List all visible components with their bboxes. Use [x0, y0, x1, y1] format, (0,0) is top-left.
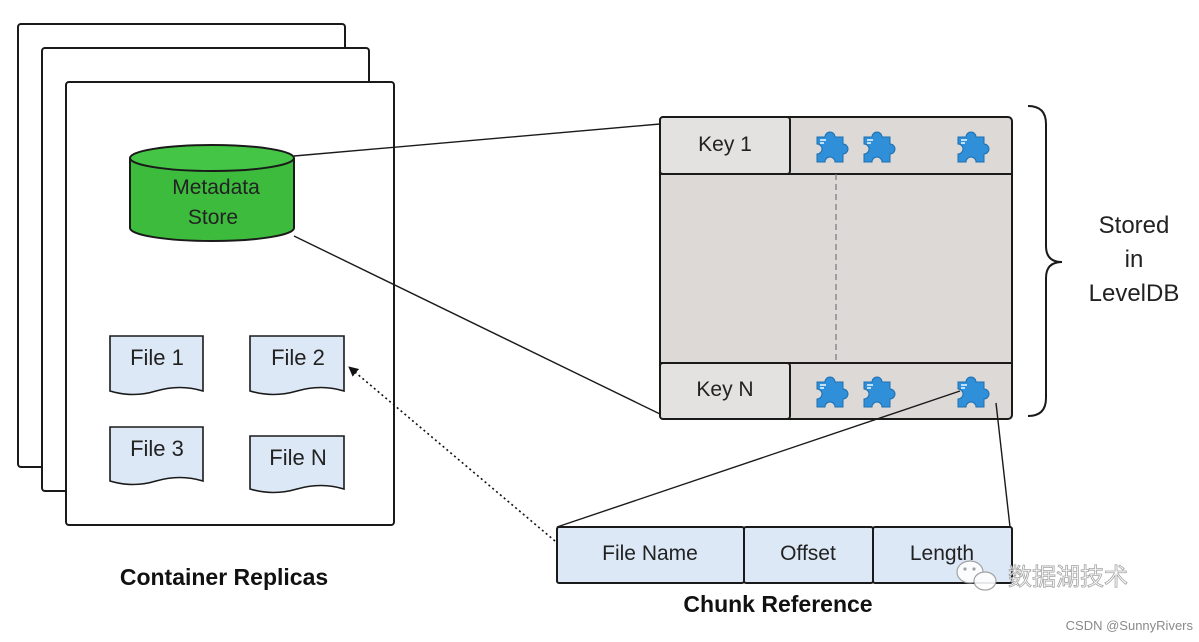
file-1-label: File 1 — [130, 345, 184, 370]
puzzle-icon — [816, 131, 849, 163]
file-document-n: File N — [249, 435, 345, 494]
file-3-label: File 3 — [130, 436, 184, 461]
chunk-reference-label: Chunk Reference — [683, 591, 872, 617]
stored-label-line2: in — [1125, 246, 1144, 273]
chunk-reference-record: File Name Offset Length — [556, 526, 1013, 584]
metadata-store-cylinder: Metadata Store — [129, 144, 295, 242]
key-n-cell — [659, 362, 791, 420]
connector-line-bottom — [293, 235, 661, 415]
wechat-icon — [956, 560, 997, 591]
file-2-label: File 2 — [271, 345, 325, 370]
right-brace — [1027, 105, 1063, 417]
container-replicas-label: Container Replicas — [120, 564, 328, 590]
chunk-connector-right — [995, 402, 1011, 528]
chunk-field-offset-label: Offset — [780, 542, 836, 565]
stored-label-line1: Stored — [1099, 212, 1170, 239]
csdn-watermark: CSDN @SunnyRivers — [1066, 618, 1194, 633]
puzzle-icon — [863, 376, 896, 408]
puzzle-icon — [816, 376, 849, 408]
file-n-label: File N — [269, 445, 326, 470]
key-1-label: Key 1 — [698, 133, 752, 156]
leveldb-table: Key 1 Key N — [659, 116, 1013, 420]
key-n-label: Key N — [696, 378, 753, 401]
chunk-connector-left — [556, 390, 961, 528]
puzzle-icon — [957, 376, 990, 408]
stored-label-line3: LevelDB — [1089, 280, 1180, 307]
file-document-1: File 1 — [109, 335, 204, 396]
metadata-store-label-line2: Store — [188, 206, 238, 229]
wechat-watermark: 数据湖技术 — [956, 560, 1128, 591]
chunk-field-length-label: Length — [910, 542, 974, 565]
key-1-cell — [659, 116, 791, 175]
file-document-3: File 3 — [109, 426, 204, 486]
puzzle-icon — [863, 131, 896, 163]
connector-line-top — [293, 123, 661, 157]
chunk-field-file-name-label: File Name — [602, 542, 698, 565]
file-document-2: File 2 — [249, 335, 345, 396]
wechat-watermark-text: 数据湖技术 — [1008, 563, 1128, 591]
metadata-store-label-line1: Metadata — [172, 176, 260, 199]
puzzle-icon — [957, 131, 990, 163]
